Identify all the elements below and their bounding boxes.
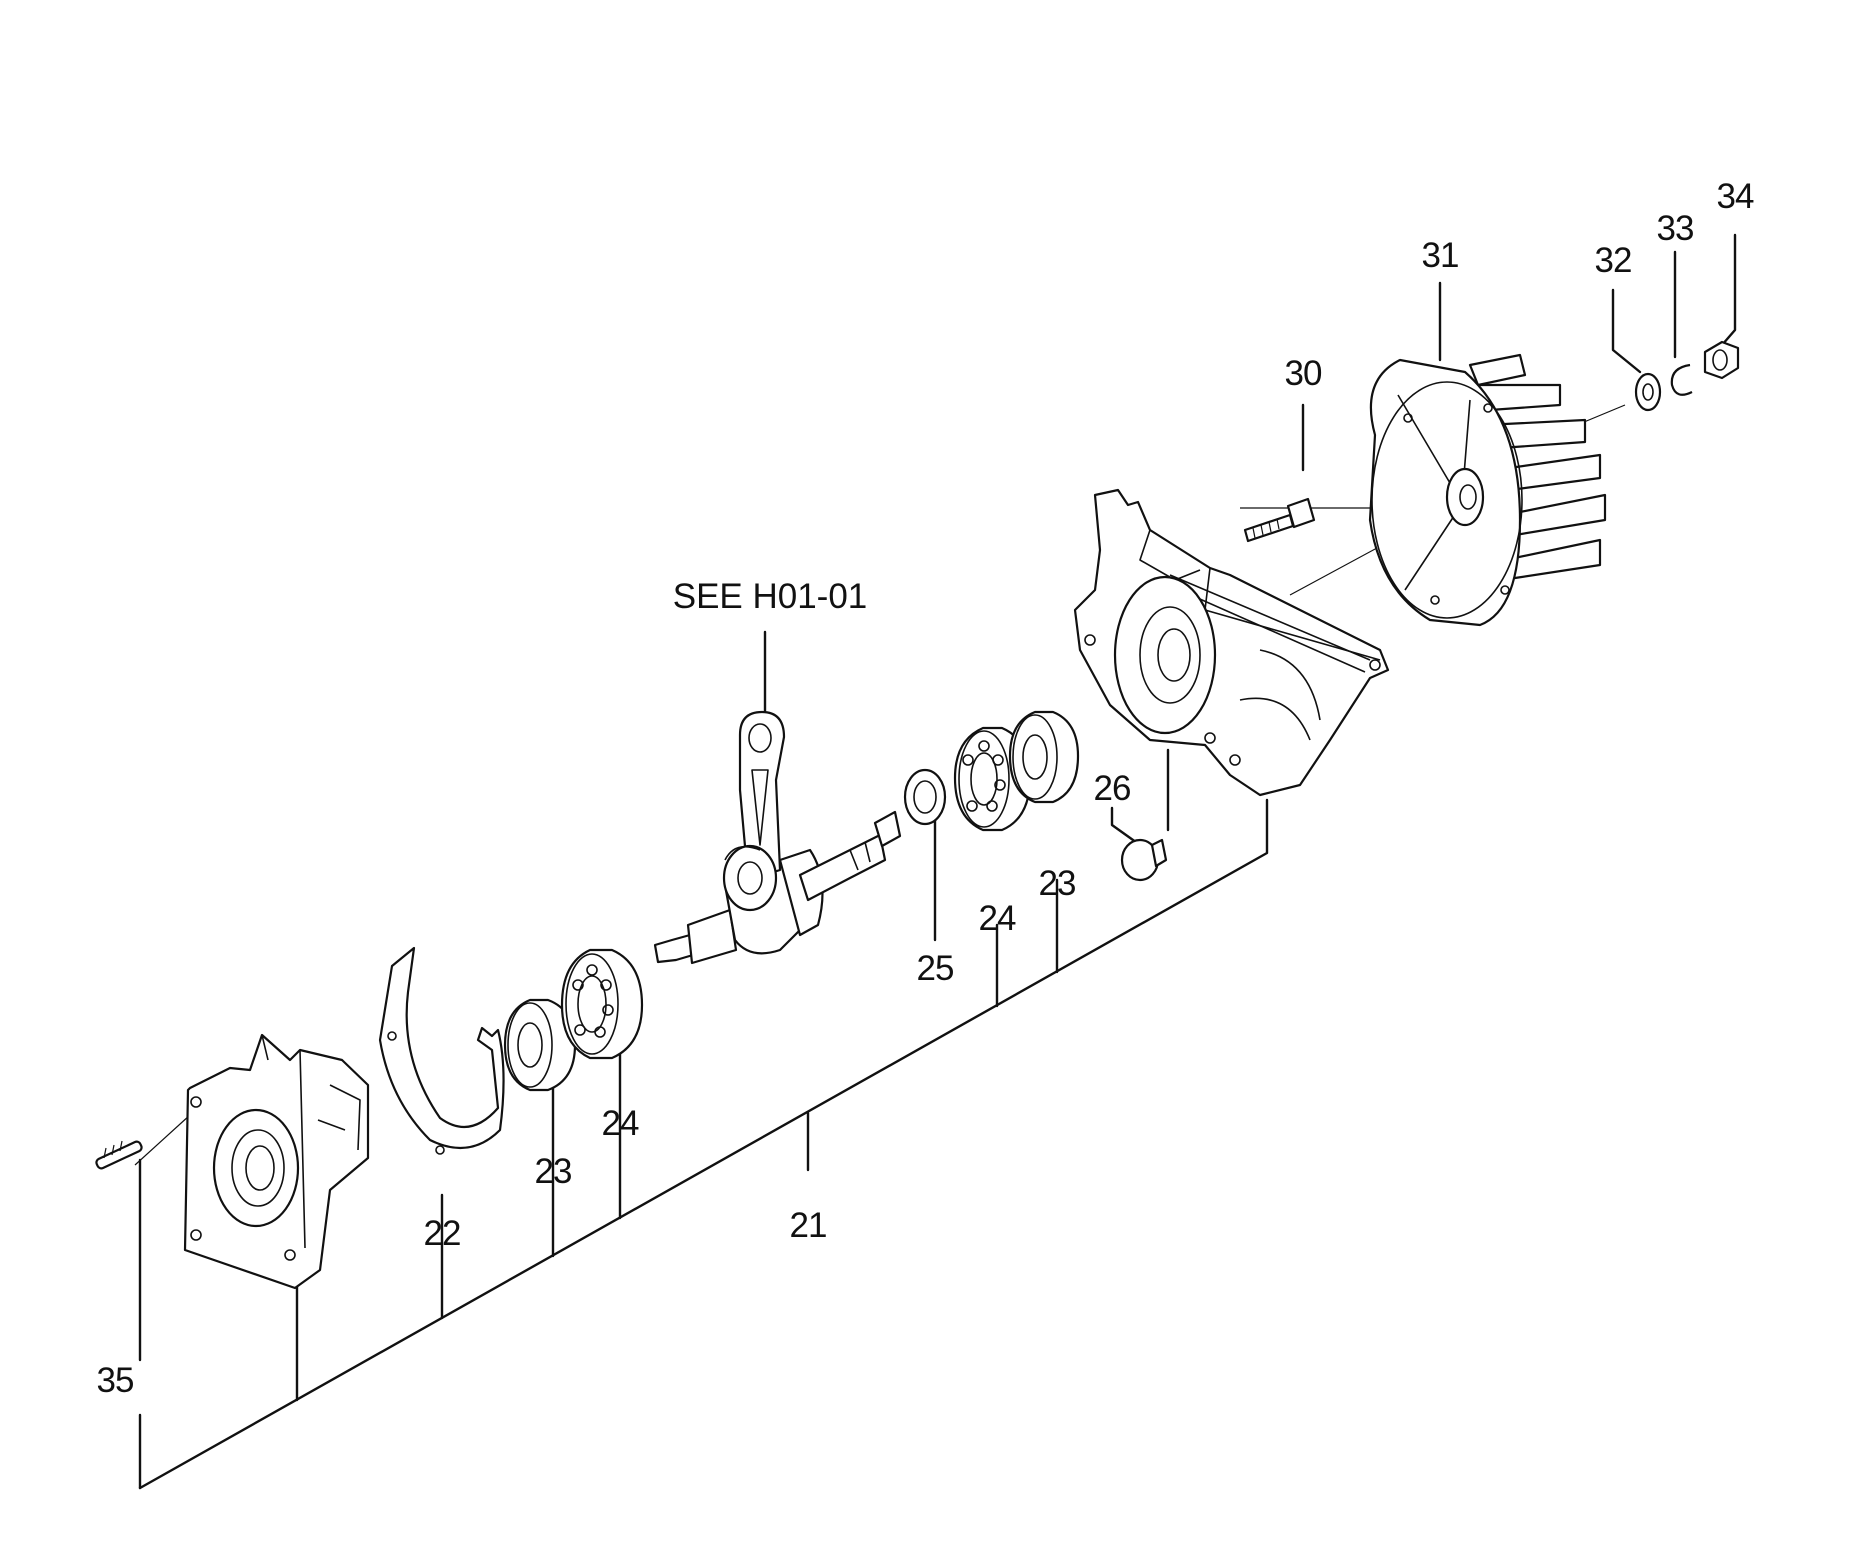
leader-lines (134, 233, 1737, 1490)
plug-26 (1120, 838, 1168, 882)
callout-21: 21 (790, 1206, 827, 1245)
oil-seal-23-right (1008, 710, 1080, 804)
callout-33: 33 (1657, 209, 1694, 248)
bolt-30 (1243, 497, 1316, 543)
crankcase-left-half (183, 1033, 370, 1290)
crankshaft-connecting-rod (653, 710, 902, 965)
gasket-22 (378, 946, 505, 1155)
callout-22: 22 (424, 1214, 461, 1253)
flywheel-31 (1368, 353, 1607, 627)
oil-seal-23-left (503, 998, 577, 1092)
callout-labels: 35 22 23 24 21 25 24 23 26 30 31 32 33 3… (97, 177, 1755, 1400)
see-reference-label: SEE H01-01 (673, 577, 868, 616)
callout-32: 32 (1595, 241, 1632, 280)
callout-23-right: 23 (1039, 864, 1076, 903)
stud-35 (95, 1140, 143, 1170)
callout-35: 35 (97, 1361, 134, 1400)
nut-34 (1703, 340, 1740, 380)
callout-31: 31 (1422, 236, 1459, 275)
callout-34: 34 (1717, 177, 1754, 216)
crankcase-right-half (1073, 488, 1390, 797)
washer-25 (903, 768, 947, 826)
callout-24-left: 24 (602, 1104, 639, 1143)
callout-25: 25 (917, 949, 954, 988)
ball-bearing-24-left (560, 948, 644, 1060)
washer-32 (1634, 372, 1662, 412)
lock-washer-33 (1670, 363, 1693, 396)
callout-24-right: 24 (979, 899, 1016, 938)
callout-23-left: 23 (535, 1152, 572, 1191)
callout-26: 26 (1094, 769, 1131, 808)
callout-30: 30 (1285, 354, 1322, 393)
